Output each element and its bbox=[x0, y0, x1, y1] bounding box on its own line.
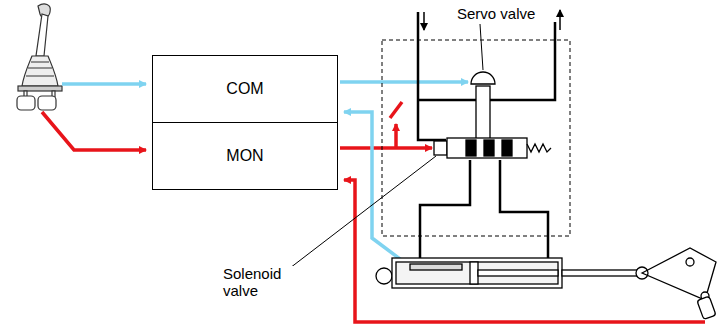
solenoid-spool-valve bbox=[434, 138, 551, 158]
hydraulic-lines bbox=[418, 10, 560, 258]
box-label: COM bbox=[226, 80, 263, 98]
controller-box: COM bbox=[152, 55, 338, 123]
part-label: Servo valve bbox=[456, 6, 536, 23]
linkage bbox=[642, 248, 716, 319]
actuator bbox=[376, 258, 648, 288]
joystick bbox=[17, 4, 62, 110]
servo-valve bbox=[471, 72, 495, 140]
part-label: Solenoid valve bbox=[222, 266, 296, 299]
signal-lines bbox=[42, 82, 705, 322]
box-label: MON bbox=[226, 147, 263, 165]
controller-box: MON bbox=[152, 122, 338, 190]
valve-housing bbox=[382, 40, 570, 236]
